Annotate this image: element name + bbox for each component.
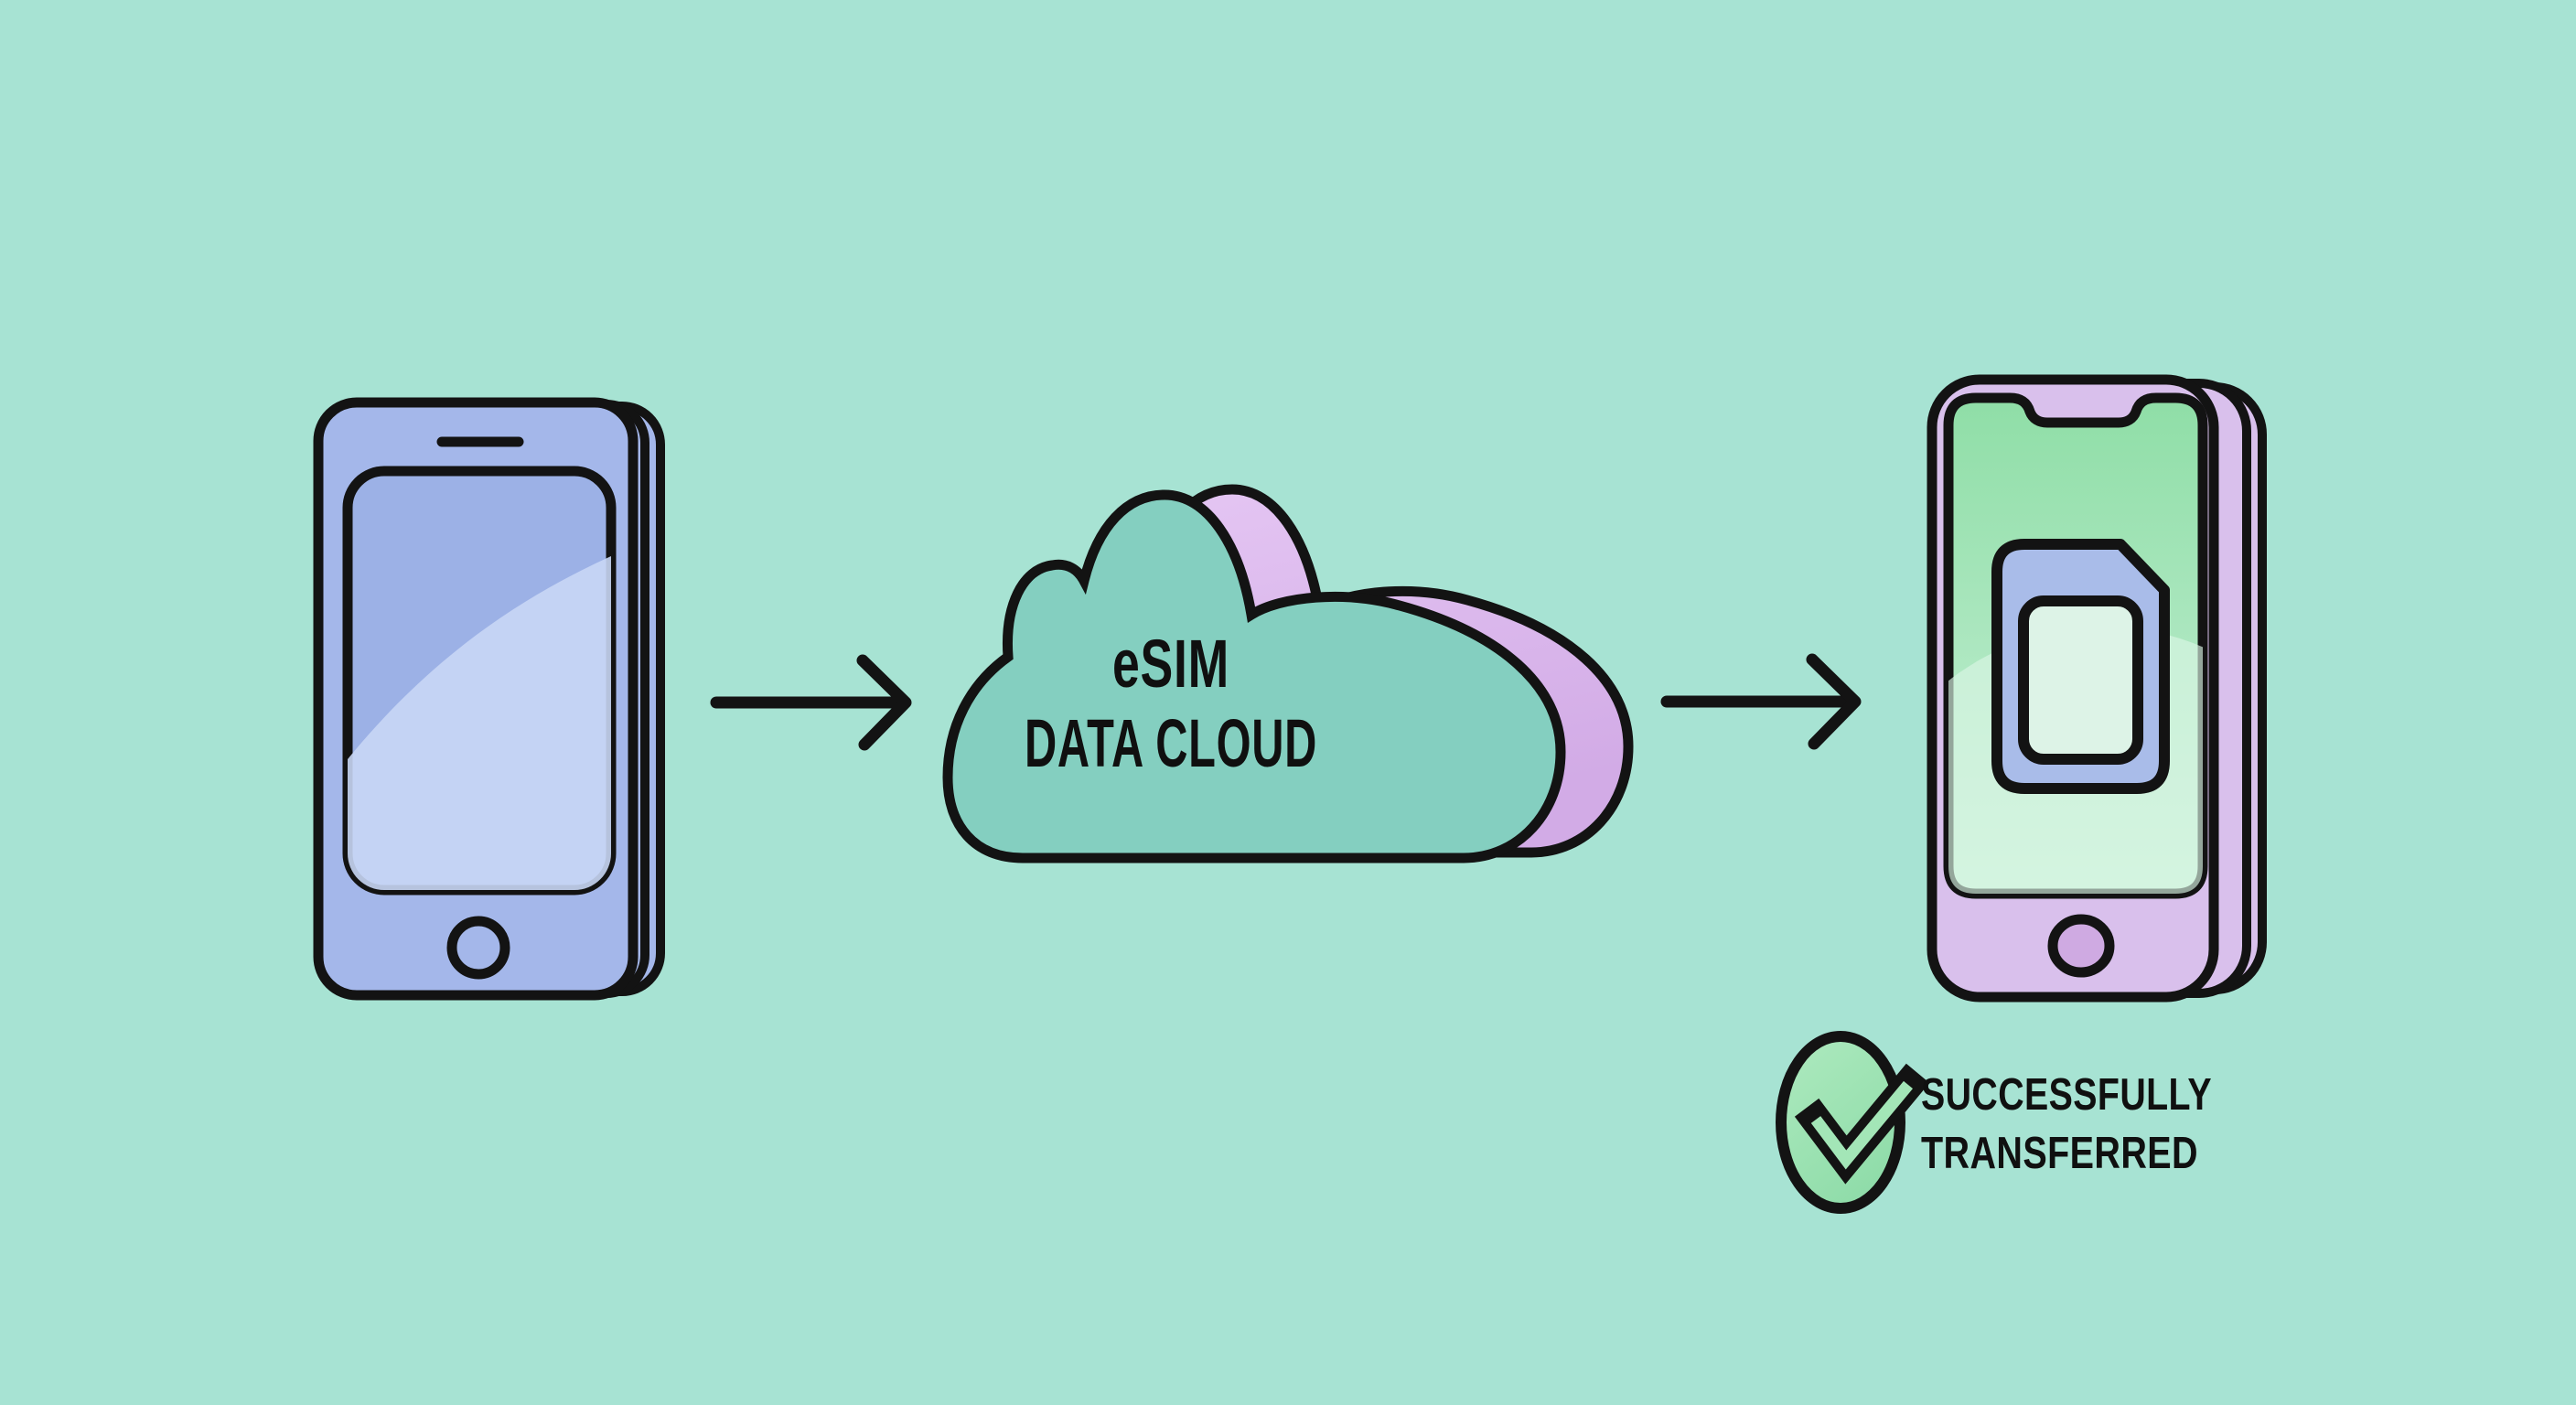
cloud-label-line1: eSIM [1112,626,1229,702]
source-screen-glare [348,556,611,890]
cloud-label-line2: DATA CLOUD [1025,705,1317,781]
check-circle [1776,1031,1905,1214]
success-status: SUCCESSFULLY TRANSFERRED [1776,1031,2212,1214]
cloud-front-shape [942,489,1566,863]
home-button-icon [2047,914,2115,978]
target-screen-glare [1948,627,2203,894]
status-line2: TRANSFERRED [1921,1129,2198,1178]
arrow-head [856,654,912,751]
checkmark-icon-inner [1810,1080,1914,1170]
sim-card-inner [2018,595,2143,765]
home-button-icon [446,916,510,980]
source-phone [313,397,665,1001]
arrow-head [1806,653,1862,750]
transfer-arrow-left-icon [710,654,912,751]
status-line1: SUCCESSFULLY [1921,1070,2212,1120]
transfer-arrow-right-icon [1660,653,1862,750]
target-phone [1927,374,2267,1003]
esim-data-cloud: eSIM DATA CLOUD [942,484,1634,863]
